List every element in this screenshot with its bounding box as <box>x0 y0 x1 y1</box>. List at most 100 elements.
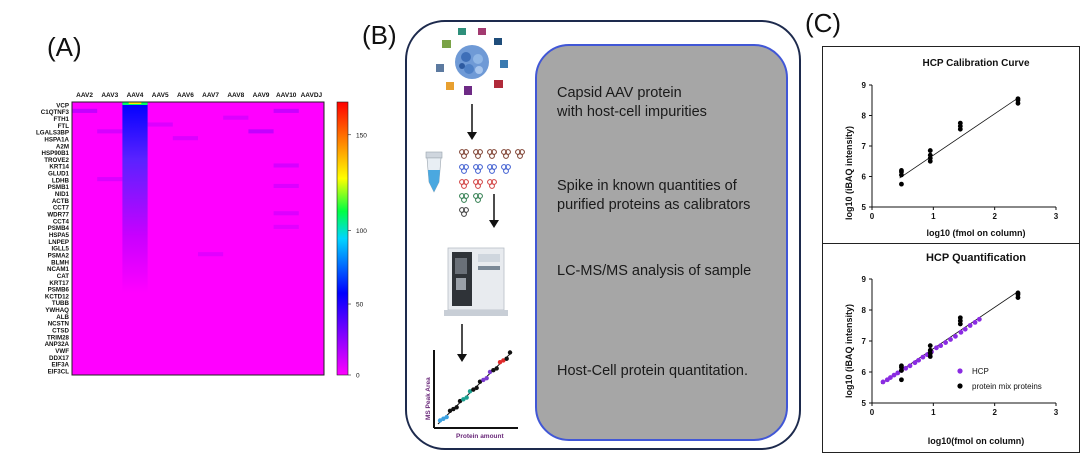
data-point <box>927 343 933 349</box>
y-tick-label: 7 <box>862 337 867 346</box>
heatmap-row-label: FTL <box>58 123 70 130</box>
heatmap-row-label: VCP <box>56 102 69 109</box>
heatmap-col-label: AAV8 <box>227 92 244 99</box>
data-point <box>962 326 968 332</box>
x-tick-label: 1 <box>931 212 936 221</box>
x-tick-label: 0 <box>870 408 875 417</box>
heatmap-row-label: TROVE2 <box>44 157 69 164</box>
heatmap-cell <box>273 211 299 216</box>
y-tick-label: 5 <box>862 203 867 212</box>
y-tick-label: 8 <box>862 306 867 315</box>
heatmap-cell <box>273 108 299 113</box>
data-point <box>927 152 933 158</box>
heatmap-row-label: ACTB <box>52 198 70 205</box>
data-point <box>899 377 904 383</box>
heatmap-row-label: EIF3CL <box>48 368 70 375</box>
heatmap-row-label: PSMA2 <box>48 252 70 259</box>
workflow-frame <box>405 20 801 450</box>
heatmap-row-label: TUBB <box>52 300 70 307</box>
data-point <box>927 347 933 353</box>
heatmap-row-label: HSPA1A <box>44 136 69 143</box>
chart-top-title: HCP Calibration Curve <box>922 58 1029 69</box>
heatmap-row-label: C1QTNF3 <box>41 109 70 116</box>
y-tick-label: 6 <box>862 173 867 182</box>
y-tick-label: 7 <box>862 142 867 151</box>
data-point <box>938 343 944 349</box>
step-3-line1: LC-MS/MS analysis of sample <box>557 263 752 279</box>
data-point <box>895 370 901 376</box>
step-4-text: Host-Cell protein quantitation. <box>557 362 748 381</box>
heatmap-row-label: DDX17 <box>49 355 70 362</box>
colorbar <box>336 101 349 376</box>
step-1-line2: with host-cell impurities <box>557 104 707 120</box>
x-tick-label: 1 <box>931 408 936 417</box>
heatmap-cell <box>97 177 123 182</box>
hcp-calibration-chart: HCP Calibration Curve log10 (iBAQ intens… <box>844 58 1059 238</box>
colorbar-tick-label: 150 <box>356 132 367 139</box>
colorbar-tick-label: 50 <box>356 302 364 309</box>
heatmap-row-label: ANP32A <box>45 341 70 348</box>
heatmap-row-label: TRIM28 <box>47 334 70 341</box>
heatmap-col-label: AAVDJ <box>301 92 323 99</box>
heatmap-row-label: LGALS3BP <box>36 130 69 137</box>
data-point <box>1015 96 1021 102</box>
data-point <box>957 315 963 321</box>
heatmap-col-label: AAV4 <box>127 92 144 99</box>
heatmap-row-label: KCTD12 <box>45 293 70 300</box>
chart-bottom-ylabel: log10 (iBAQ intensity) <box>844 304 854 398</box>
step-4-line1: Host-Cell protein quantitation. <box>557 363 749 379</box>
heatmap-cell-vcp-aav4-peak <box>128 102 142 104</box>
y-tick-label: 9 <box>862 81 867 90</box>
x-tick-label: 3 <box>1054 212 1059 221</box>
data-point <box>903 365 909 371</box>
step-1-line1: Capsid AAV protein <box>557 85 682 101</box>
heatmap-cell <box>248 129 274 134</box>
data-point <box>927 148 933 153</box>
chart-bottom-title: HCP Quantification <box>926 252 1026 264</box>
data-point <box>953 333 958 339</box>
heatmap-col-label: AAV6 <box>177 92 194 99</box>
x-tick-label: 3 <box>1054 408 1059 417</box>
heatmap-row-label: KRT17 <box>49 280 69 287</box>
data-point <box>912 360 918 366</box>
heatmap-cell <box>97 129 123 134</box>
heatmap-border <box>71 101 325 376</box>
mass-spectrometer-icon <box>444 247 508 316</box>
heatmap-row-label: CCT4 <box>53 218 70 225</box>
heatmap-row-label: NCSTN <box>48 321 70 328</box>
x-tick-label: 0 <box>870 212 875 221</box>
step-1-text: Capsid AAV protein with host-cell impuri… <box>557 84 707 122</box>
legend-label: protein mix proteins <box>972 382 1042 391</box>
heatmap-row-label: KRT14 <box>49 164 69 171</box>
peak-area-plot-icon: MS Peak Area Protein amount <box>425 350 518 440</box>
heatmap-cell <box>198 252 224 257</box>
fit-line <box>899 96 1020 179</box>
data-point <box>967 323 973 328</box>
heatmap-row-label: HSPA5 <box>49 232 70 239</box>
data-point <box>943 340 948 345</box>
chart-bottom-xlabel: log10(fmol on column) <box>928 436 1025 446</box>
panel-c-label: (C) <box>805 8 842 38</box>
step-2-text: Spike in known quantities of purified pr… <box>557 177 750 215</box>
heatmap-row-label: EIF3A <box>51 362 69 369</box>
legend-label: HCP <box>972 367 989 376</box>
heatmap-row-label: CAT <box>57 273 69 280</box>
heatmap-cell <box>273 224 299 229</box>
heatmap-cell <box>273 183 299 188</box>
y-tick-label: 5 <box>862 399 867 408</box>
heatmap-cell <box>147 122 173 127</box>
y-tick-label: 6 <box>862 368 867 377</box>
heatmap-col-label: AAV7 <box>202 92 219 99</box>
heatmap-row-label: CTSD <box>52 328 69 335</box>
data-point <box>899 181 904 187</box>
calibrator-proteins-icon <box>459 149 525 217</box>
heatmap-row-label: WDR77 <box>47 212 69 219</box>
hcp-quantification-chart: HCP Quantification log10 (iBAQ intensity… <box>844 252 1059 446</box>
mini-plot-ylabel: MS Peak Area <box>425 377 432 420</box>
y-tick-label: 8 <box>862 112 867 121</box>
panel-a-label: (A) <box>47 32 82 62</box>
heatmap-row-label: NCAM1 <box>47 266 70 273</box>
heatmap-row-label: HSP90B1 <box>41 150 69 157</box>
heatmap-row-label: NID1 <box>55 191 70 198</box>
data-point <box>957 120 963 126</box>
